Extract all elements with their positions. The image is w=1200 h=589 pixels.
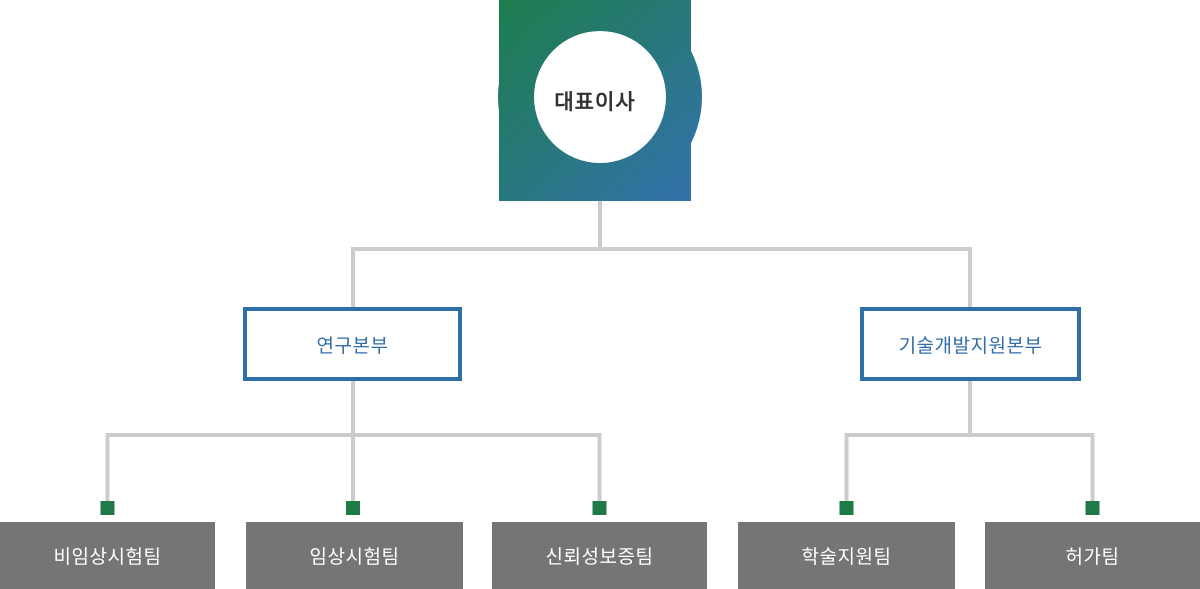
team-box-nonclinical-trial: 비임상시험팀 [0, 522, 215, 589]
connector-lines [105, 201, 1095, 502]
team-label: 비임상시험팀 [53, 547, 162, 568]
team-box-clinical-trial: 임상시험팀 [246, 522, 463, 589]
root-node-label: 대표이사 [554, 90, 636, 114]
dept-box-tech-dev-support: 기술개발지원본부 [860, 307, 1081, 381]
team-box-licensing: 허가팀 [985, 522, 1200, 589]
team-markers [100, 501, 1100, 515]
team-box-reliability-assurance: 신뢰성보증팀 [492, 522, 707, 589]
connector-level1 [351, 247, 972, 307]
dept-label: 연구본부 [316, 335, 389, 357]
team-label: 신뢰성보증팀 [545, 547, 654, 568]
team-marker [839, 501, 854, 515]
connector-research-teams [105, 433, 602, 502]
team-label: 학술지원팀 [801, 547, 892, 568]
ceo-emblem [498, 0, 702, 201]
team-label: 허가팀 [1065, 547, 1120, 568]
team-marker [1085, 501, 1100, 515]
team-marker [100, 501, 115, 515]
team-box-academic-support: 학술지원팀 [738, 522, 955, 589]
dept-label: 기술개발지원본부 [898, 335, 1043, 357]
team-marker [592, 501, 607, 515]
connector-techdev-teams [844, 433, 1095, 502]
ceo-emblem-inner-circle [534, 31, 666, 163]
dept-box-research: 연구본부 [243, 307, 462, 381]
team-label: 임상시험팀 [309, 547, 400, 568]
team-marker [346, 501, 360, 515]
